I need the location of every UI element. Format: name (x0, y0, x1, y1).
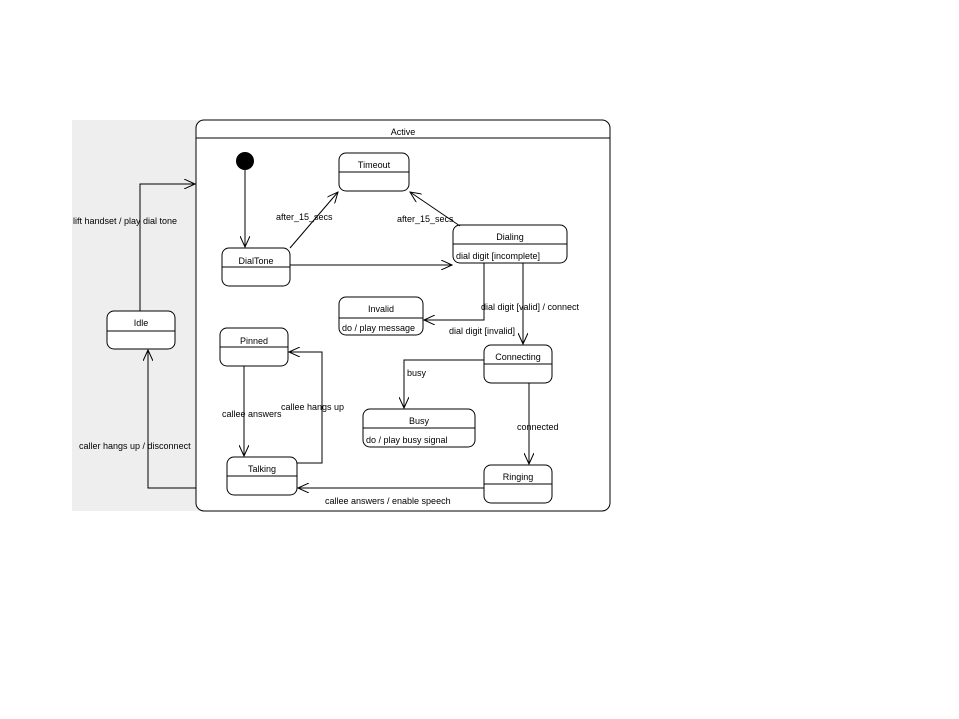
state-ringing-name: Ringing (503, 472, 534, 482)
state-invalid[interactable]: Invalid do / play message (338, 296, 424, 336)
label-callee-answers-ringing: callee answers / enable speech (325, 496, 451, 506)
state-connecting[interactable]: Connecting (483, 344, 553, 384)
label-timeout-dialing: after_15_secs (397, 214, 454, 224)
transition-talking-pinned (289, 352, 323, 464)
state-ringing[interactable]: Ringing (483, 464, 553, 504)
state-dialing-activity: dial digit [incomplete] (456, 251, 540, 261)
label-caller-hangs-up: caller hangs up / disconnect (79, 441, 191, 451)
initial-state (236, 152, 254, 170)
label-valid: dial digit [valid] / connect (481, 302, 580, 312)
active-state-title: Active (391, 127, 416, 137)
state-busy[interactable]: Busy do / play busy signal (362, 408, 476, 448)
state-talking[interactable]: Talking (226, 456, 298, 496)
state-pinned-name: Pinned (240, 336, 268, 346)
label-invalid: dial digit [invalid] (449, 326, 515, 336)
state-pinned[interactable]: Pinned (219, 327, 289, 367)
state-invalid-activity: do / play message (342, 323, 415, 333)
transition-dialing-invalid (424, 263, 485, 320)
label-connected: connected (517, 422, 559, 432)
state-dialtone-name: DialTone (238, 256, 273, 266)
state-timeout[interactable]: Timeout (338, 152, 410, 192)
state-dialtone[interactable]: DialTone (221, 247, 291, 287)
state-busy-activity: do / play busy signal (366, 435, 448, 445)
transition-dialing-timeout (410, 192, 461, 227)
state-busy-name: Busy (409, 416, 430, 426)
label-callee-hangs-up: callee hangs up (281, 402, 344, 412)
transition-caller-hangs-up (148, 350, 196, 489)
state-idle[interactable]: Idle (106, 310, 176, 350)
state-idle-name: Idle (134, 318, 149, 328)
state-timeout-name: Timeout (358, 160, 391, 170)
state-talking-name: Talking (248, 464, 276, 474)
label-busy: busy (407, 368, 427, 378)
transition-dialtone-timeout (289, 192, 338, 249)
label-lift-handset: lift handset / play dial tone (73, 216, 177, 226)
label-callee-answers-pinned: callee answers (222, 409, 282, 419)
label-timeout-dialtone: after_15_secs (276, 212, 333, 222)
transition-lift-handset (139, 184, 195, 311)
state-invalid-name: Invalid (368, 304, 394, 314)
transition-connecting-busy (404, 359, 484, 408)
state-connecting-name: Connecting (495, 352, 541, 362)
state-dialing-name: Dialing (496, 232, 524, 242)
state-dialing[interactable]: Dialing dial digit [incomplete] (452, 224, 568, 264)
